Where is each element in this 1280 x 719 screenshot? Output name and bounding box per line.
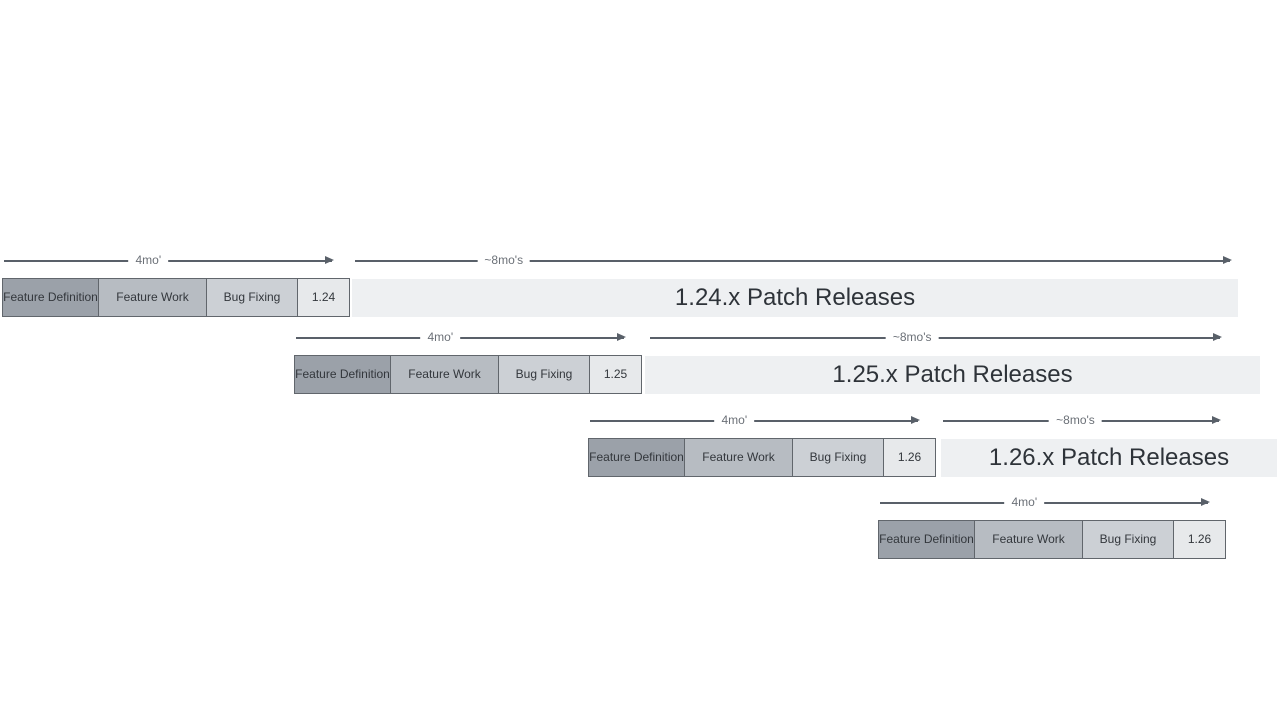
patch-releases-bar: 1.26.x Patch Releases	[941, 439, 1277, 477]
dev-duration-arrow: 4mo'	[590, 413, 920, 427]
arrowhead-icon	[617, 333, 626, 341]
version-box: 1.24	[297, 278, 350, 317]
arrowhead-icon	[325, 256, 334, 264]
patch-releases-bar: 1.25.x Patch Releases	[645, 356, 1260, 394]
arrowhead-icon	[911, 416, 920, 424]
feature-definition-box: Feature Definition	[2, 278, 99, 317]
patch-duration-label: ~8mo's	[477, 253, 531, 267]
dev-duration-arrow: 4mo'	[880, 495, 1210, 509]
patch-duration-arrow: ~8mo's	[650, 330, 1222, 344]
dev-duration-label: 4mo'	[714, 413, 755, 427]
dev-duration-label: 4mo'	[420, 330, 461, 344]
feature-work-box: Feature Work	[98, 278, 207, 317]
patch-releases-bar: 1.24.x Patch Releases	[352, 279, 1238, 317]
phase-boxes: Feature Definition Feature Work Bug Fixi…	[294, 355, 642, 394]
arrowhead-icon	[1212, 416, 1221, 424]
dev-duration-arrow: 4mo'	[4, 253, 334, 267]
dev-duration-arrow: 4mo'	[296, 330, 626, 344]
bug-fixing-box: Bug Fixing	[498, 355, 590, 394]
version-box: 1.25	[589, 355, 642, 394]
feature-definition-box: Feature Definition	[294, 355, 391, 394]
phase-boxes: Feature Definition Feature Work Bug Fixi…	[878, 520, 1226, 559]
arrowhead-icon	[1201, 498, 1210, 506]
arrowhead-icon	[1213, 333, 1222, 341]
patch-duration-label: ~8mo's	[885, 330, 939, 344]
feature-work-box: Feature Work	[974, 520, 1083, 559]
arrowhead-icon	[1223, 256, 1232, 264]
patch-duration-arrow: ~8mo's	[355, 253, 1232, 267]
dev-duration-label: 4mo'	[128, 253, 169, 267]
bug-fixing-box: Bug Fixing	[1082, 520, 1174, 559]
bug-fixing-box: Bug Fixing	[206, 278, 298, 317]
version-box: 1.26	[1173, 520, 1226, 559]
feature-definition-box: Feature Definition	[588, 438, 685, 477]
feature-definition-box: Feature Definition	[878, 520, 975, 559]
patch-duration-arrow: ~8mo's	[943, 413, 1221, 427]
phase-boxes: Feature Definition Feature Work Bug Fixi…	[2, 278, 350, 317]
bug-fixing-box: Bug Fixing	[792, 438, 884, 477]
phase-boxes: Feature Definition Feature Work Bug Fixi…	[588, 438, 936, 477]
feature-work-box: Feature Work	[684, 438, 793, 477]
version-box: 1.26	[883, 438, 936, 477]
feature-work-box: Feature Work	[390, 355, 499, 394]
dev-duration-label: 4mo'	[1004, 495, 1045, 509]
patch-duration-label: ~8mo's	[1049, 413, 1102, 427]
